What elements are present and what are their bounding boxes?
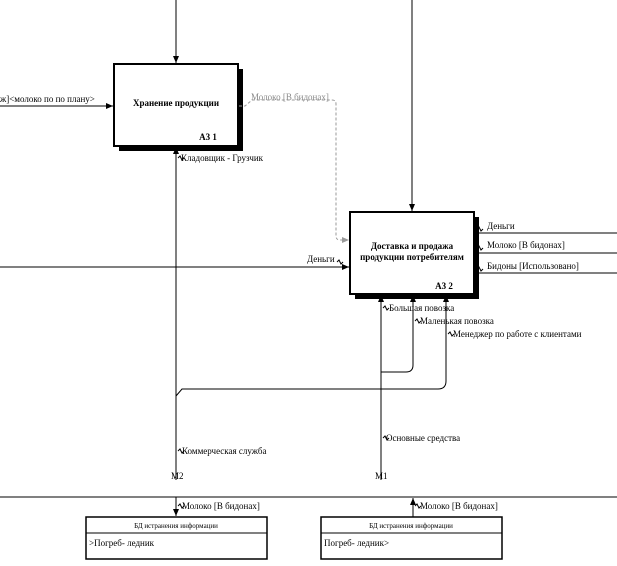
activity-delivery-code: A3 2: [435, 281, 453, 291]
squiggle-storekeeper: [177, 155, 185, 161]
activity-storage-title: Хранение продукции: [133, 98, 219, 108]
label-milk-cans-right: Молоко [В бидонах]: [420, 501, 498, 511]
data-store-right[interactable]: БД истранения информации Погреб- ледник>: [320, 516, 503, 560]
data-store-right-box: [320, 516, 503, 560]
label-cans-used: Бидоны [Использовано]: [487, 261, 579, 271]
squiggle-commercial: [177, 448, 185, 454]
squiggle-milk-left: [177, 503, 185, 509]
squiggle-money-out: [476, 226, 484, 232]
label-milk-cans-left: Молоко [В бидонах]: [182, 501, 260, 511]
mechanism-arrow-small-truck: [381, 295, 416, 373]
squiggle-milk-right: [414, 503, 422, 509]
label-milk-plan: ж]<молоко по по плану>: [0, 94, 95, 104]
label-main-assets: Основные средства: [386, 433, 460, 443]
label-big-truck: Большая повозка: [389, 303, 454, 313]
squiggle-money-in: [336, 259, 344, 265]
activity-storage-box: [113, 63, 239, 147]
data-store-left-header: БД истранения информации: [134, 522, 218, 530]
label-small-truck: Маленькая повозка: [420, 316, 494, 326]
activity-storage-code: A3 1: [199, 132, 217, 142]
label-client-manager: Менеджер по работе с клиентами: [453, 329, 582, 339]
data-store-left-content: >Погреб- ледник: [89, 538, 155, 548]
tunnel-code-m2: M2: [171, 471, 184, 481]
squiggle-main-assets: [382, 435, 390, 441]
activity-delivery-box: [349, 211, 475, 295]
squiggle-cans-used: [476, 266, 484, 272]
data-store-left-box: [85, 516, 268, 560]
label-storekeeper: Кладовщик - Грузчик: [181, 153, 264, 163]
squiggle-big-truck: [382, 305, 390, 311]
squiggle-milk-cans-out: [476, 245, 484, 251]
label-commercial: Коммерческая служба: [182, 446, 266, 456]
tunnel-code-m1: M1: [375, 471, 388, 481]
squiggle-client-manager: [447, 331, 455, 337]
data-store-right-content: Погреб- ледник>: [324, 538, 389, 548]
label-money-in: Деньги: [307, 254, 335, 264]
data-store-left[interactable]: БД истранения информации >Погреб- ледник: [85, 516, 268, 560]
activity-storage[interactable]: Хранение продукции A3 1: [113, 63, 243, 151]
squiggle-small-truck: [414, 318, 422, 324]
activity-delivery[interactable]: Доставка и продажа продукции потребителя…: [349, 211, 479, 299]
label-milk-cans-grey: Молоко [В бидонах]: [251, 92, 329, 102]
flow-arrow-milk-cans-grey: [239, 99, 349, 243]
activity-delivery-title-line1: Доставка и продажа: [371, 241, 454, 251]
activity-delivery-title-line2: продукции потребителям: [360, 252, 464, 262]
mechanism-arrow-client-manager: [175, 295, 449, 397]
label-money-out: Деньги: [487, 221, 515, 231]
label-milk-cans-out: Молоко [В бидонах]: [487, 240, 565, 250]
data-store-right-header: БД истранения информации: [369, 522, 453, 530]
